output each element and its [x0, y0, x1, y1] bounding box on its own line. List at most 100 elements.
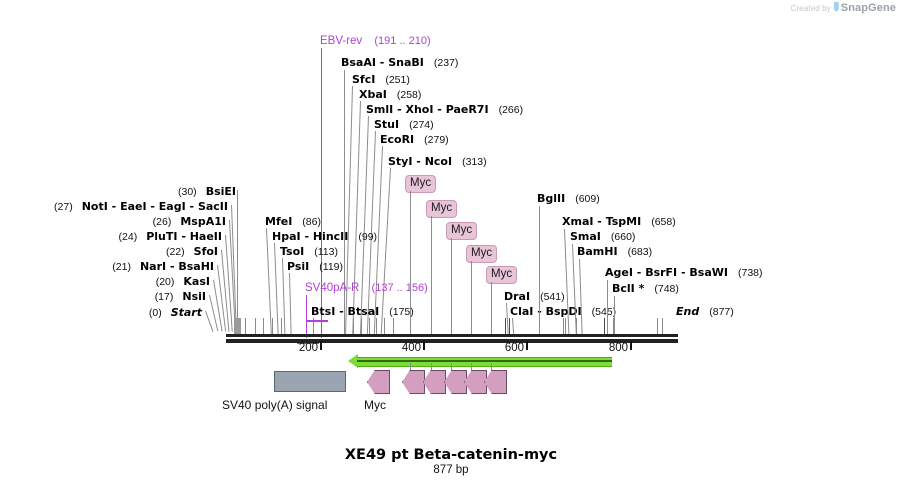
enzyme-name: BsiEI [205, 185, 236, 198]
watermark-brand-label: SnapGene [840, 2, 896, 14]
enzyme-label-ecori[interactable]: EcoRI(279) [380, 133, 449, 146]
enzyme-label-smli-xhoi-paer7i[interactable]: SmlI - XhoI - PaeR7I(266) [366, 103, 524, 116]
site-tick [313, 318, 314, 334]
enzyme-label-pluti-haeii[interactable]: (24)PluTI - HaeII [118, 230, 222, 243]
primer-label-sv40pa-r[interactable]: SV40pA-R (137 .. 156) [305, 282, 428, 294]
leader-line [352, 100, 361, 334]
enzyme-label-psii[interactable]: PsiI(119) [287, 260, 343, 273]
site-tick [657, 318, 658, 334]
enzyme-label-stui[interactable]: StuI(274) [374, 118, 434, 131]
enzyme-label-drai[interactable]: DraI(541) [504, 290, 565, 303]
leader-line [205, 310, 214, 332]
enzyme-label-btsi-btsai[interactable]: BtsI - BtsaI(175) [311, 305, 414, 318]
leader-line [539, 206, 540, 334]
enzyme-name: NsiI [182, 290, 206, 303]
enzyme-position: (660) [610, 231, 636, 243]
enzyme-name: XbaI [359, 88, 387, 101]
enzyme-name: End [676, 305, 700, 318]
enzyme-position: (258) [396, 89, 422, 101]
site-tick [613, 318, 614, 334]
site-tick [410, 318, 411, 334]
myc-badge[interactable]: Myc [405, 175, 437, 193]
enzyme-position: (274) [409, 119, 434, 131]
enzyme-name: EcoRI [380, 133, 415, 146]
site-tick [431, 318, 432, 334]
enzyme-label-bsaai-snabi[interactable]: BsaAI - SnaBI(237) [341, 56, 459, 69]
myc-leader-line [471, 261, 472, 334]
enzyme-label-noti-eaei-eagi-sacii[interactable]: (27)NotI - EaeI - EagI - SacII [54, 200, 228, 213]
enzyme-label-clai-bspdi[interactable]: ClaI - BspDI(545) [510, 305, 616, 318]
enzyme-name: PaeR7I [445, 103, 489, 116]
feature-connector [410, 363, 411, 371]
enzyme-name: HpaI [272, 230, 301, 243]
enzyme-name: HaeII [189, 230, 222, 243]
feature-sv40-polya-box[interactable] [274, 371, 346, 392]
enzyme-label-tsoi[interactable]: TsoI(113) [280, 245, 338, 258]
feature-myc-arrow[interactable] [402, 370, 425, 394]
enzyme-label-start[interactable]: (0)Start [0, 306, 202, 319]
enzyme-name: MfeI [265, 215, 293, 228]
enzyme-position: (266) [498, 104, 524, 116]
myc-leader-line [410, 191, 411, 334]
feature-myc-arrow[interactable] [464, 370, 487, 394]
enzyme-label-bamhi[interactable]: BamHI(683) [577, 245, 652, 258]
site-tick [281, 318, 282, 334]
enzyme-label-styi-ncoi[interactable]: StyI - NcoI(313) [388, 155, 487, 168]
enzyme-position: (26) [152, 216, 172, 228]
enzyme-label-bglii[interactable]: BglII(609) [537, 192, 600, 205]
enzyme-label-bsiei[interactable]: (30)BsiEI [0, 185, 236, 198]
enzyme-label-kasi[interactable]: (20)KasI [0, 275, 210, 288]
feature-myc-arrow[interactable] [367, 370, 390, 394]
primer-range: (191 .. 210) [374, 35, 431, 47]
enzyme-name: XmaI [562, 215, 594, 228]
enzyme-label-mspa1i[interactable]: (26)MspA1I [0, 215, 226, 228]
enzyme-name: BsrFI [645, 266, 678, 279]
enzyme-label-nsii[interactable]: (17)NsiI [0, 290, 206, 303]
leader-line [282, 257, 286, 334]
axis-tick-800 [630, 341, 632, 350]
enzyme-name: XhoI [405, 103, 434, 116]
feature-myc-arrow[interactable] [484, 370, 507, 394]
enzyme-name: BtsaI [347, 305, 380, 318]
enzyme-label-smai[interactable]: SmaI(660) [570, 230, 635, 243]
enzyme-label-sfci[interactable]: SfcI(251) [352, 73, 410, 86]
enzyme-label-xmai-tspmi[interactable]: XmaI - TspMI(658) [562, 215, 676, 228]
myc-leader-line [451, 238, 452, 334]
page-subtitle: 877 bp [433, 464, 469, 476]
enzyme-label-nari-bsahi[interactable]: (21)NarI - BsaHI [112, 260, 214, 273]
enzyme-position: (175) [389, 306, 414, 318]
enzyme-name: BsaHI [178, 260, 214, 273]
enzyme-position: (545) [591, 306, 617, 318]
myc-badge[interactable]: Myc [426, 200, 458, 218]
enzyme-position: (20) [155, 276, 175, 288]
leader-line [614, 296, 615, 334]
orf-arrow-body[interactable] [357, 357, 612, 367]
feature-myc-arrow[interactable] [444, 370, 467, 394]
enzyme-position: (877) [709, 306, 734, 318]
site-tick [471, 318, 472, 334]
myc-badge[interactable]: Myc [486, 266, 518, 284]
enzyme-position: (22) [165, 246, 185, 258]
enzyme-label-mfei[interactable]: MfeI(86) [265, 215, 321, 228]
site-tick [272, 318, 273, 334]
site-tick [505, 318, 506, 334]
feature-myc-arrow[interactable] [423, 370, 446, 394]
enzyme-label-xbai[interactable]: XbaI (258) [359, 88, 421, 101]
axis-label-200: 200 [298, 342, 318, 354]
enzyme-label-agei-bsrfi-bsawi[interactable]: AgeI - BsrFI - BsaWI(738) [605, 266, 763, 279]
axis-tick-200 [320, 341, 322, 350]
myc-badge[interactable]: Myc [446, 222, 478, 240]
myc-badge[interactable]: Myc [466, 245, 498, 263]
site-tick [565, 318, 566, 334]
enzyme-name: BamHI [577, 245, 618, 258]
enzyme-name: StyI [388, 155, 413, 168]
enzyme-label-sfoi[interactable]: (22)SfoI [0, 245, 218, 258]
site-tick [662, 318, 663, 334]
enzyme-label-hpai-hincii[interactable]: HpaI - HincII(99) [272, 230, 378, 243]
enzyme-label-bcli[interactable]: BclI *(748) [612, 282, 679, 295]
primer-label-ebv-rev[interactable]: EBV-rev (191 .. 210) [320, 35, 431, 47]
enzyme-name: Start [170, 306, 202, 319]
orf-arrowhead-icon [348, 354, 358, 368]
enzyme-label-end[interactable]: End (877) [676, 305, 734, 318]
